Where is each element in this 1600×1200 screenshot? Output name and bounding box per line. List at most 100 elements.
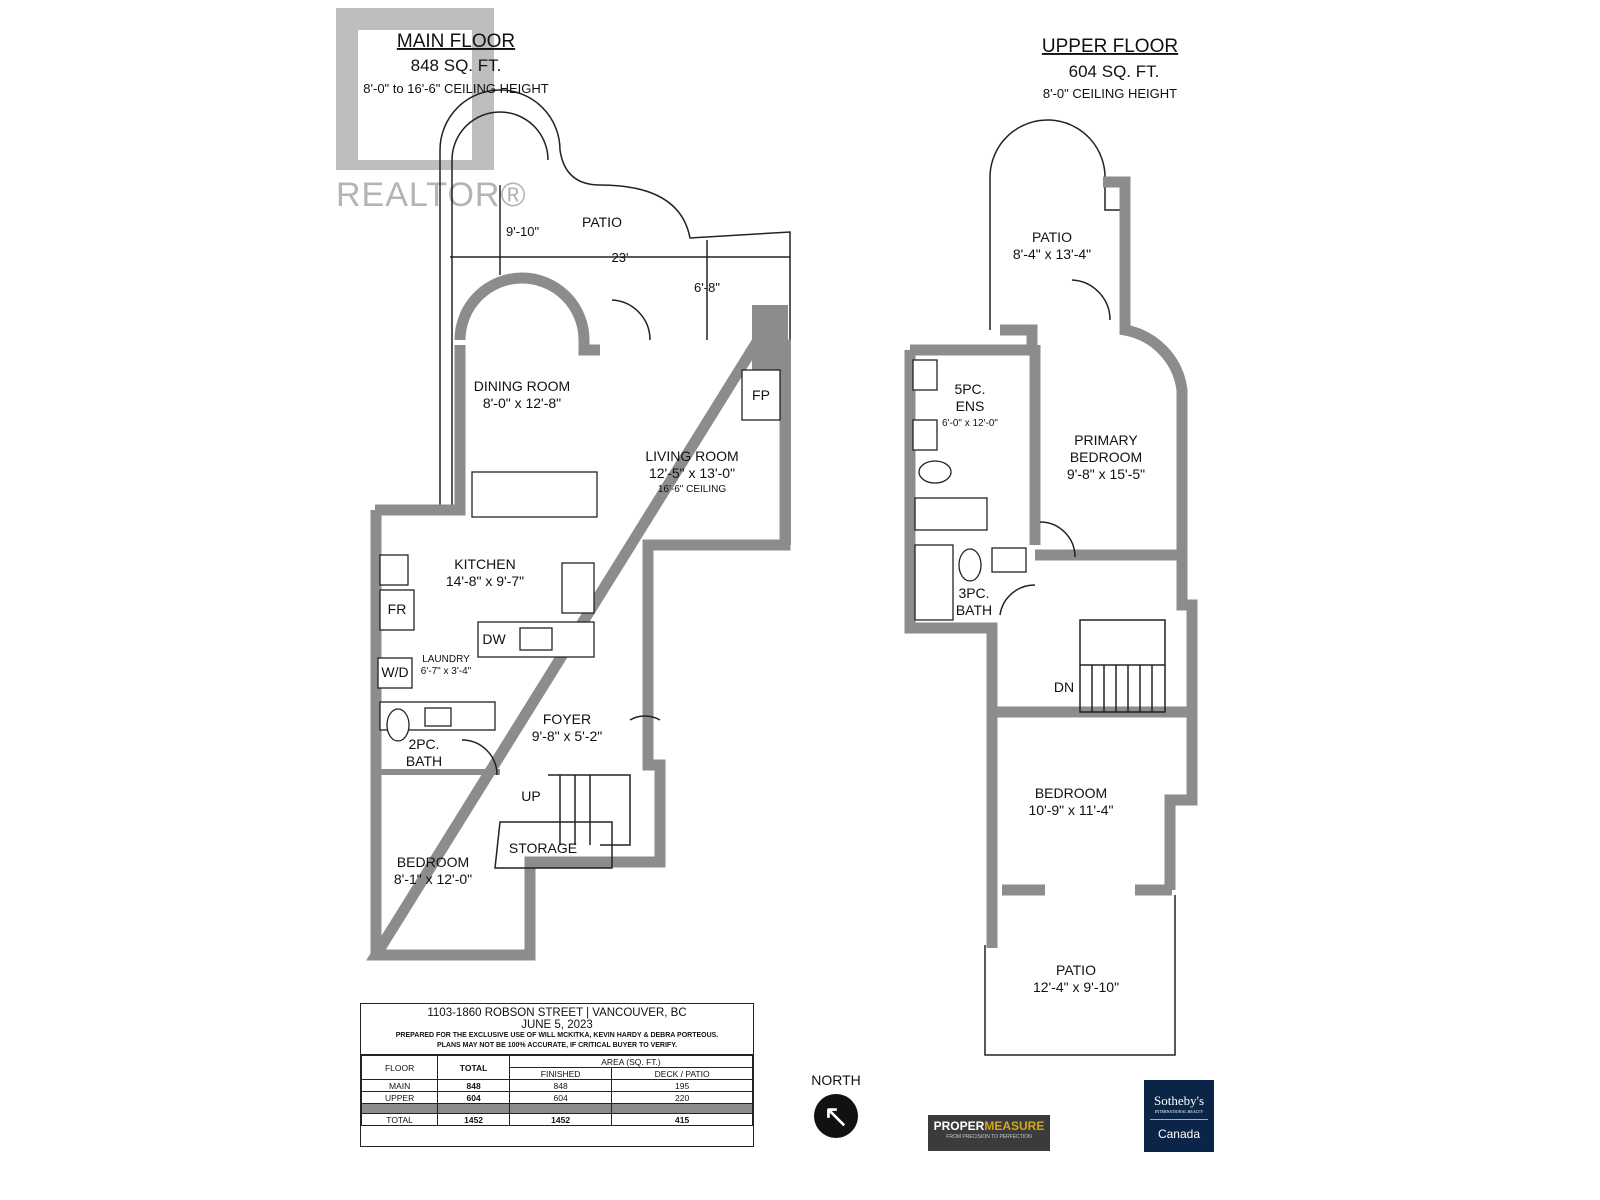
- north-label: NORTH: [811, 1072, 861, 1088]
- cell: 195: [611, 1079, 753, 1092]
- stove: [561, 562, 595, 614]
- living-ceiling: 16'-6" CEILING: [658, 484, 726, 495]
- sothebys-logo: Sotheby's INTERNATIONAL REALTY Canada: [1144, 1080, 1214, 1152]
- fridge-label: FR: [388, 601, 407, 617]
- cell: 220: [611, 1091, 753, 1104]
- room-label-bedroom: BEDROOM: [397, 854, 469, 870]
- bathtub: [914, 497, 988, 531]
- stairs-up-label: UP: [521, 788, 540, 804]
- date: JUNE 5, 2023: [521, 1019, 593, 1031]
- main-floor-area: 848 SQ. FT.: [411, 56, 502, 75]
- fireplace-wall: [752, 305, 788, 370]
- room-size-living: 12'-5" x 13'-0": [649, 465, 735, 481]
- header-floor: FLOOR: [360, 1055, 439, 1080]
- propermeasure-logo: PROPERMEASURE FROM PRECISION TO PERFECTI…: [928, 1115, 1050, 1151]
- kitchen-island: [471, 471, 598, 518]
- room-label-laundry: LAUNDRY: [422, 654, 470, 665]
- cell: MAIN: [360, 1079, 439, 1092]
- room-label-ensuite-b: ENS: [956, 398, 985, 414]
- door-swing: [629, 715, 661, 721]
- room-label-2pc-bath: 2PC.: [408, 736, 439, 752]
- note-prepared: PREPARED FOR THE EXCLUSIVE USE OF WILL M…: [395, 1032, 719, 1039]
- room-size-kitchen: 14'-8" x 9'-7": [446, 573, 524, 589]
- north-indicator: NORTH ↖: [806, 1072, 866, 1138]
- room-size-foyer: 9'-8" x 5'-2": [532, 728, 603, 744]
- stairs-down-label: DN: [1054, 679, 1074, 695]
- address: 1103-1860 ROBSON STREET | VANCOUVER, BC: [427, 1007, 687, 1019]
- room-label-upper-patio: PATIO: [1032, 229, 1072, 245]
- info-table: 1103-1860 ROBSON STREET | VANCOUVER, BC …: [360, 1003, 754, 1147]
- door-swing: [1039, 521, 1076, 558]
- room-label-patio: PATIO: [582, 214, 622, 230]
- toilet: [918, 460, 952, 484]
- room-label-kitchen: KITCHEN: [454, 556, 515, 572]
- dishwasher-label: DW: [482, 631, 506, 647]
- room-label-ensuite: 5PC.: [954, 381, 985, 397]
- logo-tagline: FROM PRECISION TO PERFECTION: [946, 1134, 1032, 1140]
- dim-label: 9'-10": [506, 224, 540, 239]
- sink: [912, 359, 938, 391]
- toilet: [386, 708, 410, 742]
- main-floor-ceiling: 8'-0" to 16'-6" CEILING HEIGHT: [363, 81, 548, 96]
- room-label-primary-b: BEDROOM: [1070, 449, 1142, 465]
- room-size-ensuite: 6'-0" x 12'-0": [942, 418, 998, 429]
- room-label-2pc-bath-b: BATH: [406, 753, 442, 769]
- header-finished: FINISHED: [508, 1067, 613, 1080]
- room-size-upper-bedroom: 10'-9" x 11'-4": [1028, 802, 1113, 818]
- cell: 604: [508, 1091, 613, 1104]
- fridge: [379, 589, 415, 631]
- washer-dryer-label: W/D: [381, 664, 408, 680]
- toilet: [958, 548, 982, 582]
- kitchen-sink: [519, 627, 553, 651]
- shower: [914, 544, 954, 621]
- upper-floor-ceiling: 8'-0" CEILING HEIGHT: [1043, 86, 1177, 101]
- room-label-3pc-bath-b: BATH: [956, 602, 992, 618]
- cell: 848: [437, 1079, 510, 1092]
- upper-floor-title: UPPER FLOOR: [1042, 36, 1178, 57]
- room-size-primary: 9'-8" x 15'-5": [1067, 466, 1145, 482]
- cell: 604: [437, 1091, 510, 1104]
- room-label-3pc-bath: 3PC.: [958, 585, 989, 601]
- bath-sink: [424, 707, 452, 727]
- sink: [991, 547, 1027, 573]
- header-total: TOTAL: [437, 1055, 510, 1080]
- upper-floor-area: 604 SQ. FT.: [1069, 62, 1160, 81]
- room-label-upper-bedroom: BEDROOM: [1035, 785, 1107, 801]
- dim-label: 6'-8": [694, 280, 720, 295]
- realtor-watermark: REALTOR®: [336, 8, 526, 214]
- door-swing: [1071, 279, 1111, 321]
- logo-region: Canada: [1157, 1127, 1201, 1141]
- sink: [912, 419, 938, 451]
- room-size-laundry: 6'-7" x 3'-4": [421, 666, 472, 677]
- storage: [494, 821, 613, 869]
- cell: UPPER: [360, 1091, 439, 1104]
- main-patio-outline-inner: [451, 111, 549, 505]
- door-swing: [999, 584, 1036, 616]
- upper-floor-plan: [904, 119, 1198, 1056]
- logo-text: Sotheby's: [1153, 1093, 1204, 1108]
- room-label-dining: DINING ROOM: [474, 378, 570, 394]
- cell: 1452: [437, 1113, 510, 1126]
- washer-dryer: [377, 657, 413, 689]
- upper-patio-outline: [984, 119, 1176, 1056]
- stairs-down: [1079, 619, 1166, 713]
- dim-label: 23': [612, 250, 629, 265]
- room-size-bedroom: 8'-1" x 12'-0": [394, 871, 472, 887]
- realtor-text: REALTOR®: [336, 176, 527, 214]
- fireplace: [741, 369, 781, 421]
- main-floor-title: MAIN FLOOR: [397, 31, 515, 52]
- north-arrow-icon: ↖: [814, 1094, 858, 1138]
- main-floor-plan: [366, 89, 791, 961]
- note-accuracy: PLANS MAY NOT BE 100% ACCURATE, IF CRITI…: [436, 1042, 678, 1049]
- logo-text: PROPER: [933, 1119, 985, 1133]
- cabinet: [379, 554, 409, 586]
- fireplace-label: FP: [752, 387, 770, 403]
- logo-subtext: INTERNATIONAL REALTY: [1150, 1109, 1208, 1120]
- main-patio-outline: [439, 89, 791, 545]
- spacer-row: [360, 1103, 753, 1114]
- main-floor-walls: [366, 272, 791, 961]
- door-swing: [461, 739, 498, 776]
